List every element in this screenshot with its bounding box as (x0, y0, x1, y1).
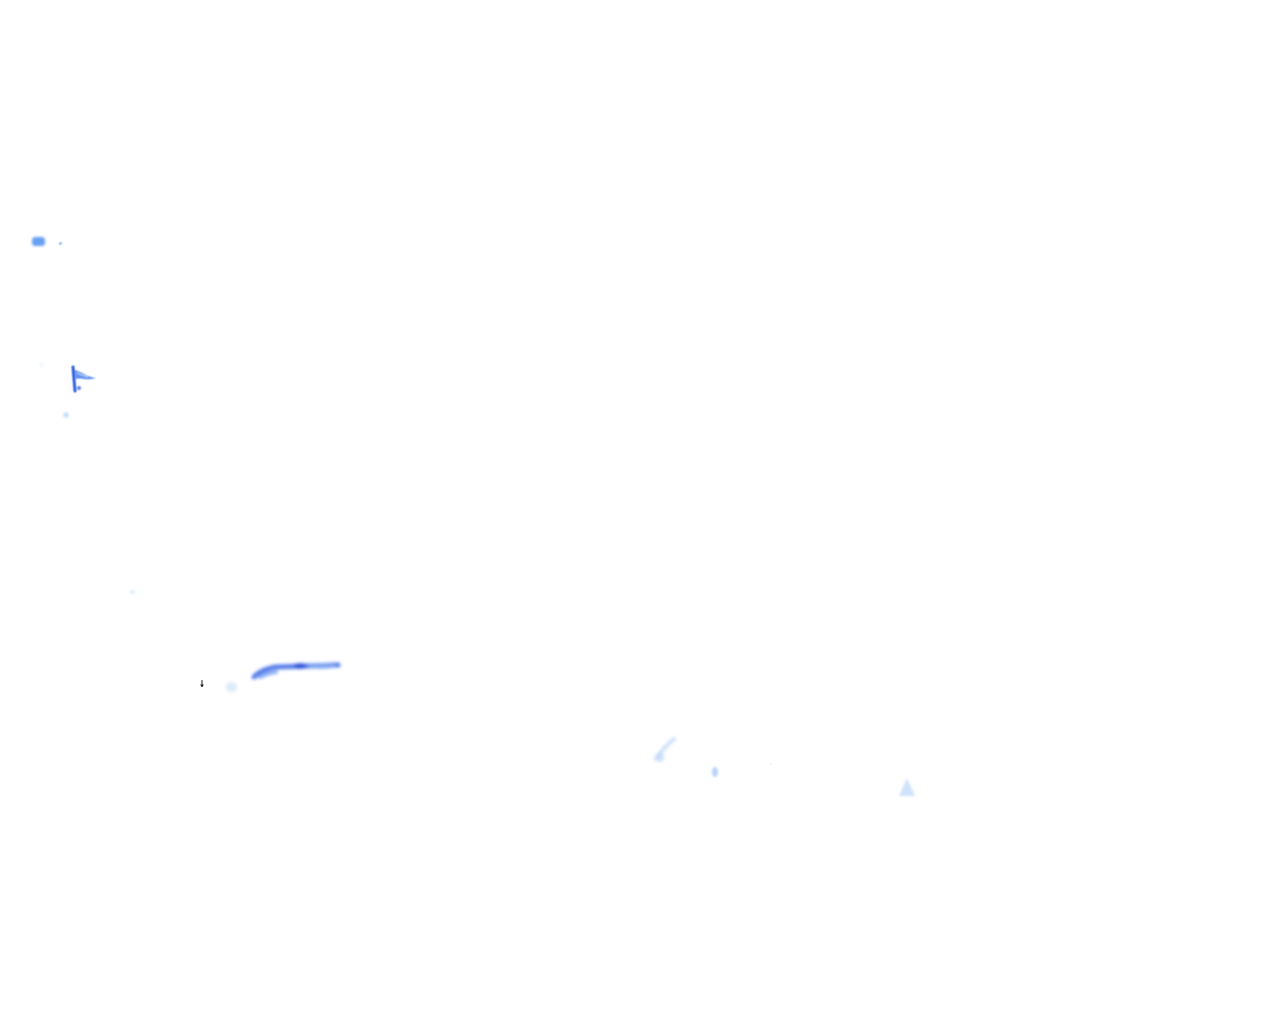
faint-shard-icon (654, 737, 676, 762)
speck-icon (64, 413, 68, 417)
mark-blob (32, 237, 45, 246)
speck-icon (770, 763, 772, 765)
blurred-blue-streak-icon (251, 662, 341, 680)
faint-blob-icon (226, 682, 237, 692)
mark-dot (59, 242, 62, 245)
cursor-icon (200, 680, 204, 687)
speck-icon (40, 363, 43, 366)
blurred-blue-mark-icon (32, 237, 64, 249)
faint-triangle-icon (899, 778, 915, 796)
speck-icon (130, 591, 135, 593)
flag-icon (71, 365, 96, 393)
faint-shard-icon (712, 767, 718, 777)
